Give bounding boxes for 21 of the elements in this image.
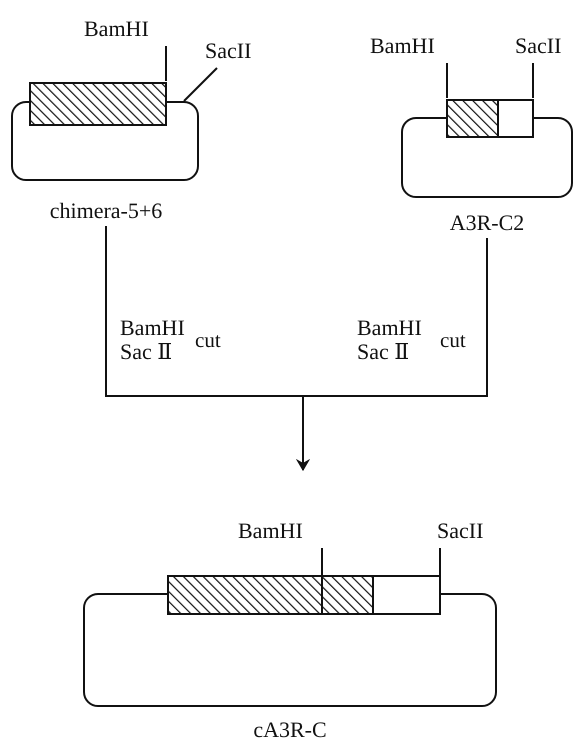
enzyme-label: cut [440,328,466,352]
enzyme-label: Sac Ⅱ [357,340,410,364]
site-label: BamHI [238,518,303,544]
leader-line [439,548,441,575]
arrow [296,238,488,471]
leader-line [183,67,218,102]
site-label: SacII [515,33,562,59]
site-label: BamHI [370,33,435,59]
plasmid-name: chimera-5+6 [50,198,162,224]
leader-line [446,63,448,98]
enzyme-label: cut [195,328,221,352]
site-label: SacII [437,518,484,544]
site-label: SacII [205,38,252,64]
plasmid-name: A3R-C2 [450,210,524,236]
leader-line [532,63,534,98]
enzyme-label: BamHI [357,316,422,340]
enzyme-label: Sac Ⅱ [120,340,172,364]
leader-line [165,46,167,81]
enzyme-label: BamHI [120,316,185,340]
site-label: BamHI [84,16,149,42]
plasmid-name: cA3R-C [253,717,327,743]
